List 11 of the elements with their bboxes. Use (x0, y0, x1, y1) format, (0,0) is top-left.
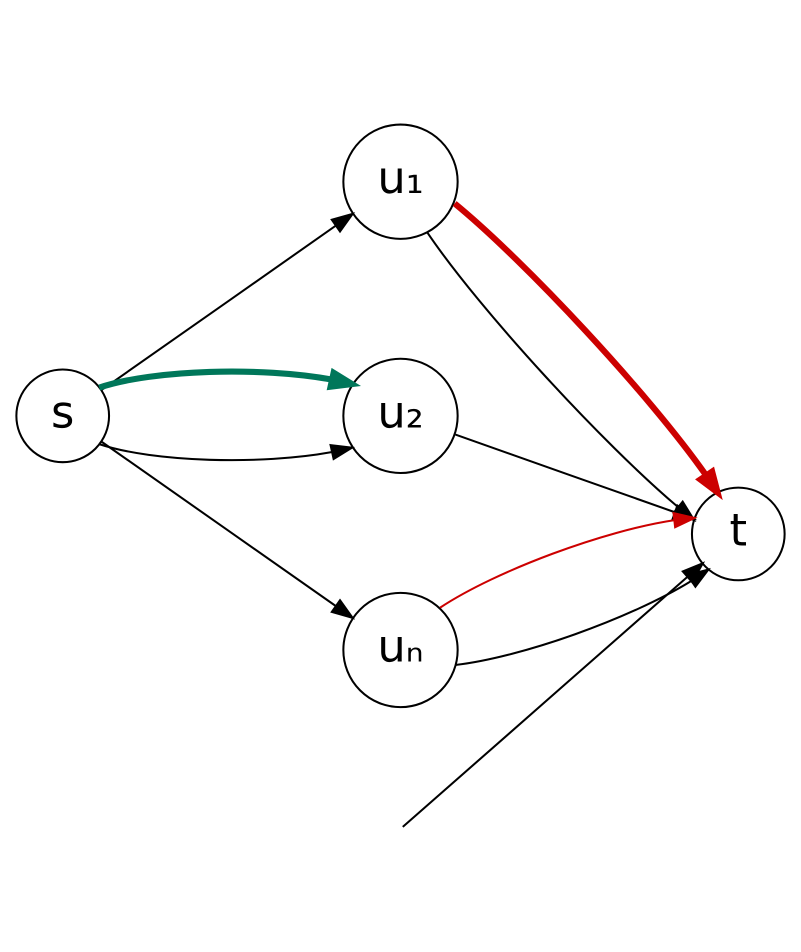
arrow (100, 212, 356, 392)
node-circle: s (15, 368, 110, 464)
arrow (100, 440, 356, 620)
node-circle: u₂ (342, 358, 459, 474)
arrow (98, 368, 362, 391)
node-circle: t (690, 486, 786, 582)
node-circle: uₙ (342, 592, 459, 708)
node-circle: u₁ (342, 124, 459, 240)
arrow (440, 512, 698, 608)
arrow (452, 201, 723, 500)
arrow (98, 443, 355, 462)
